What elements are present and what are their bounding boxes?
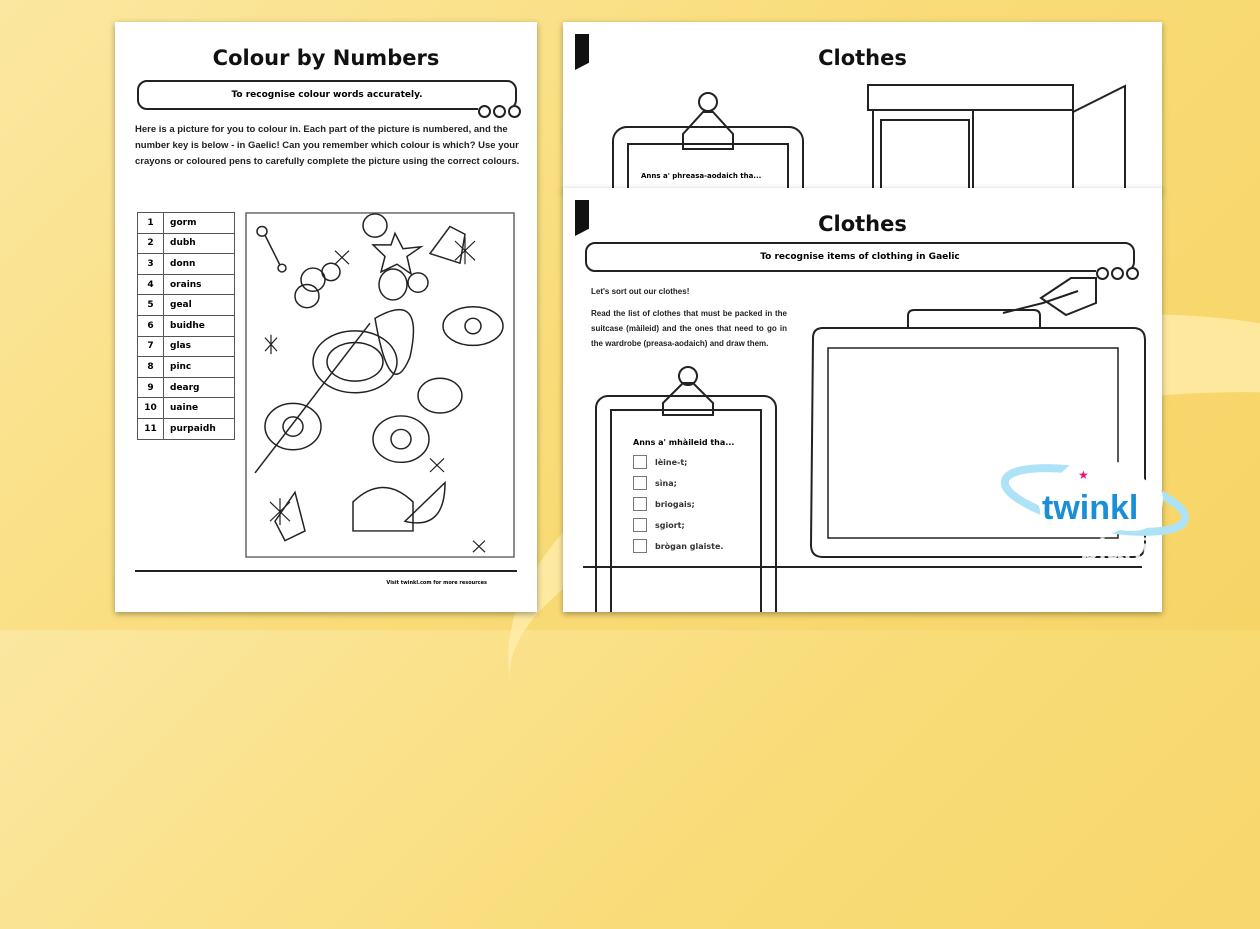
key-colour: dubh	[163, 232, 235, 255]
checkbox[interactable]	[633, 476, 647, 490]
key-number: 11	[137, 417, 164, 440]
page-title: Clothes	[818, 212, 907, 236]
clothes-page-back: Clothes Anns a' phreasa-aodaich tha...	[563, 22, 1162, 192]
svg-text:★: ★	[1078, 468, 1089, 482]
item-label: lèine-t;	[655, 457, 688, 467]
key-number: 1	[137, 212, 164, 234]
page-footer	[583, 566, 1142, 592]
checkbox[interactable]	[633, 539, 647, 553]
page-title: Colour by Numbers	[212, 46, 440, 70]
checkbox[interactable]	[633, 518, 647, 532]
key-number: 5	[137, 294, 164, 316]
instructions: Read the list of clothes that must be pa…	[591, 309, 787, 348]
svg-text:twinkl: twinkl	[1042, 489, 1138, 527]
bookmark-icon	[575, 34, 589, 70]
key-colour: dearg	[163, 376, 235, 399]
progress-dots	[478, 105, 521, 118]
key-colour: purpaidh	[163, 417, 235, 440]
objective-text: To recognise items of clothing in Gaelic	[760, 252, 960, 262]
key-number: 9	[137, 376, 164, 399]
key-colour: buidhe	[163, 314, 235, 337]
checklist-item: brògan glaiste.	[633, 539, 734, 553]
key-number: 4	[137, 273, 164, 296]
clipboard-and-wardrobe	[612, 84, 1126, 192]
svg-text:planit: planit	[1080, 533, 1160, 565]
item-label: sìna;	[655, 478, 677, 488]
checklist-item: lèine-t;	[633, 455, 734, 469]
checkbox[interactable]	[633, 455, 647, 469]
page-footer: Visit twinkl.com for more resources	[135, 570, 517, 596]
key-colour: pinc	[163, 356, 235, 378]
key-number: 6	[137, 314, 164, 337]
instructions: Here is a picture for you to colour in. …	[135, 124, 520, 167]
colouring-picture	[245, 212, 515, 558]
key-number: 10	[137, 397, 164, 419]
item-label: sgiort;	[655, 520, 685, 530]
clothes-page-front: Clothes To recognise items of clothing i…	[563, 188, 1162, 612]
checklist-item: sgiort;	[633, 518, 734, 532]
objective-text: To recognise colour words accurately.	[231, 90, 423, 100]
checklist-item: sìna;	[633, 476, 734, 490]
twinkl-planit-logo: twinkl ★ planit	[1000, 455, 1190, 566]
bookmark-icon	[575, 200, 589, 236]
key-colour: orains	[163, 273, 235, 296]
key-number: 3	[137, 253, 164, 275]
key-colour: geal	[163, 294, 235, 316]
key-colour: gorm	[163, 212, 235, 234]
item-label: brògan glaiste.	[655, 541, 724, 551]
checkbox[interactable]	[633, 497, 647, 511]
learning-objective: To recognise colour words accurately.	[137, 80, 521, 118]
checklist-heading: Anns a' mhàileid tha...	[633, 438, 735, 447]
key-number: 7	[137, 335, 164, 358]
learning-objective: To recognise items of clothing in Gaelic	[585, 242, 1139, 280]
key-number: 2	[137, 232, 164, 255]
colour-by-numbers-page: Colour by Numbers To recognise colour wo…	[115, 22, 537, 612]
key-colour: donn	[163, 253, 235, 275]
progress-dots	[1096, 267, 1139, 280]
clipboard-and-suitcase	[595, 277, 1146, 612]
item-label: briogais;	[655, 499, 695, 509]
checklist-item: briogais;	[633, 497, 734, 511]
intro-text: Let's sort out our clothes!	[591, 287, 690, 296]
key-colour: glas	[163, 335, 235, 358]
planet-ring-icon: twinkl ★ planit	[1000, 461, 1190, 566]
clipboard-heading: Anns a' phreasa-aodaich tha...	[641, 172, 762, 180]
page-title: Clothes	[818, 46, 907, 70]
key-number: 8	[137, 356, 164, 378]
suitcase-checklist: Anns a' mhàileid tha... lèine-t; sìna; bri…	[633, 438, 734, 560]
footer-text: Visit twinkl.com for more resources	[386, 580, 487, 586]
key-colour: uaine	[163, 397, 235, 419]
